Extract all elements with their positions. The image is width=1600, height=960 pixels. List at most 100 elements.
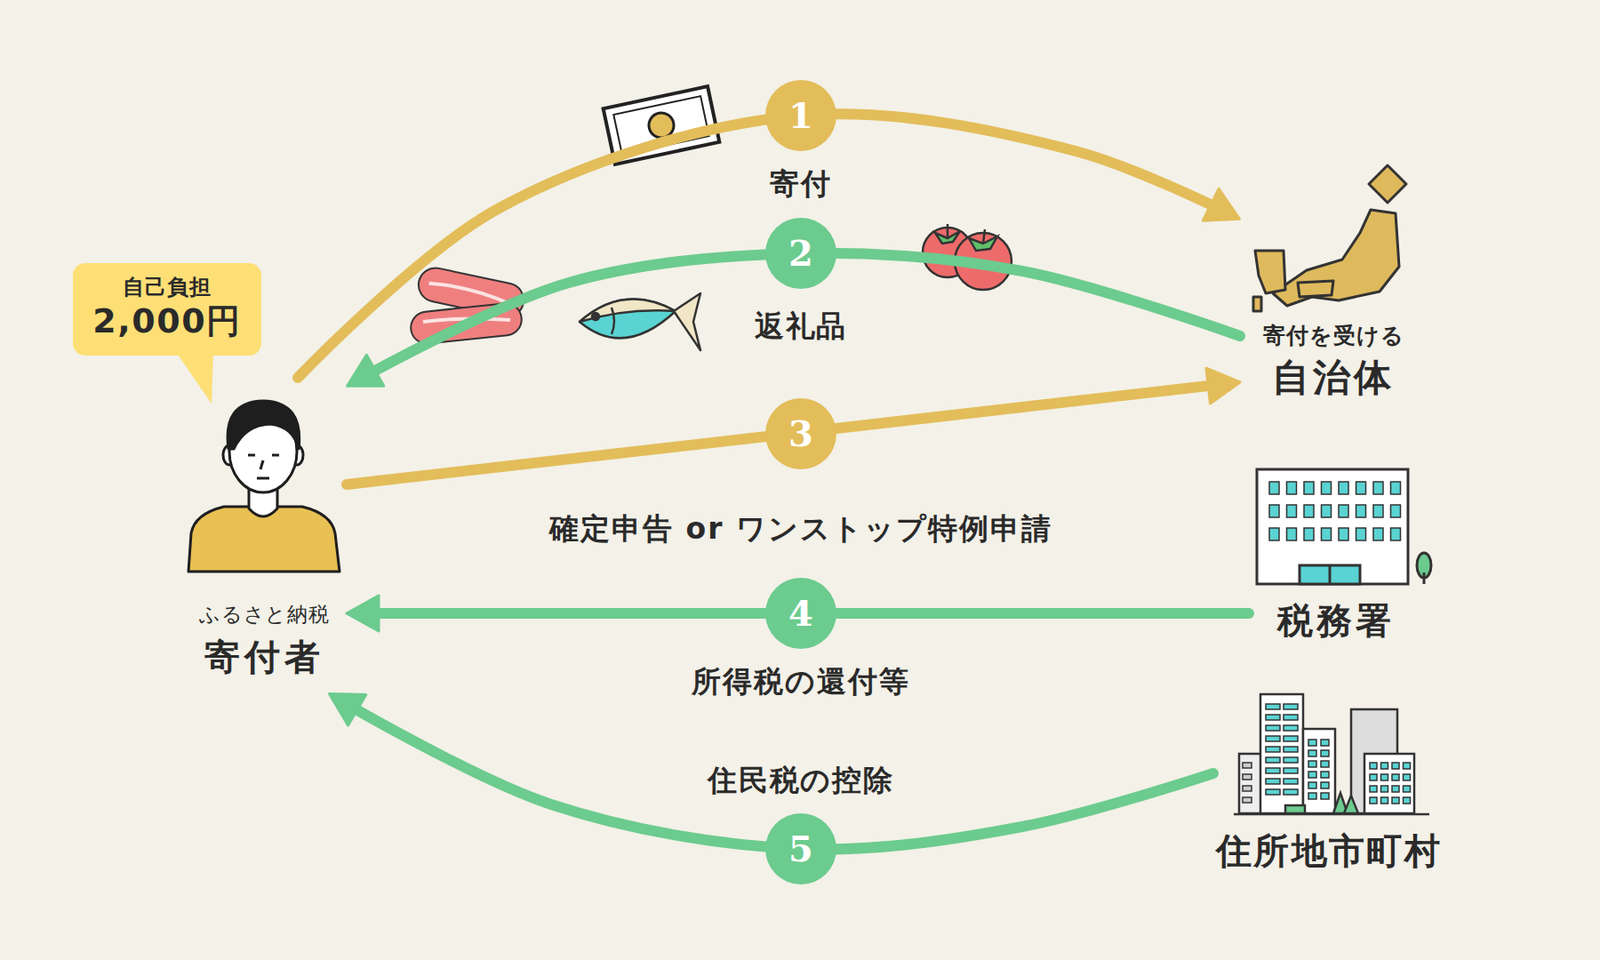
japan-map (1368, 165, 1407, 203)
city-windows (1283, 704, 1298, 710)
city-windows (1283, 746, 1298, 752)
city-windows (1308, 792, 1317, 800)
city-buildings (1239, 753, 1263, 814)
person-icon (260, 460, 264, 470)
tax-office-windows (1338, 504, 1349, 518)
city-windows (1403, 774, 1411, 781)
city-windows (1283, 757, 1298, 763)
person-icon (188, 400, 340, 572)
tax-office-windows (1391, 504, 1401, 518)
fish-icon (673, 293, 701, 351)
person-icon (227, 400, 300, 449)
city-buildings (1364, 753, 1415, 814)
city-windows (1392, 797, 1400, 804)
city-windows (1242, 797, 1252, 803)
city-windows (1320, 771, 1329, 778)
city-windows (1308, 771, 1317, 778)
tax-office-windows (1356, 528, 1367, 541)
edge-label: 寄付 (769, 164, 832, 205)
tax-office-windows (1269, 481, 1280, 495)
city-buildings (1285, 805, 1305, 814)
node-heading: 税務署 (1248, 598, 1423, 643)
fish-icon (592, 312, 600, 320)
city-buildings (1303, 728, 1336, 814)
fish-icon (579, 299, 676, 322)
tax-office-windows (1269, 481, 1401, 541)
city-windows (1242, 774, 1252, 780)
fish-icon (579, 293, 701, 351)
tax-office-building (1299, 565, 1360, 584)
municipality-node: 寄付を受ける自治体 (1240, 152, 1427, 418)
japan-map (1272, 209, 1400, 306)
city-windows (1320, 739, 1329, 746)
city-windows (1308, 760, 1317, 768)
japan-map (1255, 250, 1286, 294)
city-windows (1369, 774, 1377, 781)
node-heading: ふるさと納税 (182, 601, 347, 628)
callout-number: 3 (765, 398, 837, 470)
city-buildings (1233, 813, 1430, 816)
city-windows (1265, 778, 1280, 784)
city-windows (1283, 789, 1298, 795)
tax-office-windows (1321, 481, 1332, 495)
city-windows (1265, 768, 1280, 774)
callout-number: 4 (765, 577, 837, 649)
city-buildings (1260, 694, 1304, 814)
japan-map (1253, 296, 1262, 312)
edge-label: 住民税の控除 (707, 760, 896, 801)
bubble-tail (176, 352, 214, 404)
tax-office-windows (1373, 504, 1384, 518)
city-buildings (1233, 694, 1430, 815)
city-windows (1265, 746, 1280, 752)
city-windows (1369, 762, 1377, 769)
tax-office-windows (1356, 481, 1367, 495)
node-heading: 自己負担 (92, 273, 241, 301)
city-windows (1308, 739, 1317, 746)
city-windows (1381, 785, 1389, 792)
node-title: 寄付者 (182, 634, 347, 680)
tax-office-windows (1269, 528, 1280, 541)
city-windows (1320, 750, 1329, 757)
tax-office-building (1423, 572, 1426, 584)
city-windows (1242, 704, 1411, 804)
tax-office-windows (1321, 504, 1332, 518)
callout-number: 1 (765, 80, 837, 152)
fish-icon (611, 307, 615, 335)
tax-office-node: 税務署 (1248, 460, 1423, 659)
person-icon (272, 454, 280, 457)
city-windows (1265, 736, 1280, 742)
node-title: 自治体 (1240, 354, 1427, 402)
city-windows (1308, 750, 1317, 757)
japan-map (1253, 165, 1407, 312)
city-windows (1283, 768, 1298, 774)
connectors (297, 113, 1249, 849)
city-windows (1369, 797, 1377, 804)
meat-icon (427, 283, 514, 306)
tomato-icon (983, 229, 985, 244)
city-windows (1308, 782, 1317, 789)
city-buildings (1344, 795, 1359, 814)
tax-office-windows (1356, 504, 1367, 518)
city-windows (1265, 789, 1280, 795)
edge-label: 確定申告 or ワンストップ特例申請 (549, 509, 1053, 550)
tax-office-windows (1338, 528, 1349, 541)
tax-office-building (1256, 469, 1432, 584)
city-windows (1283, 725, 1298, 731)
city-windows (1320, 782, 1329, 789)
tax-office-windows (1304, 504, 1314, 518)
city-windows (1403, 762, 1411, 769)
city-windows (1283, 714, 1298, 720)
home-city-node: 住所地市町村 (1213, 686, 1445, 889)
city-windows (1242, 762, 1252, 768)
tax-office-windows (1287, 528, 1297, 541)
city-windows (1403, 797, 1411, 804)
city-windows (1381, 797, 1389, 804)
city-windows (1320, 792, 1329, 800)
tax-office-windows (1373, 481, 1384, 495)
city-windows (1265, 714, 1280, 720)
node-title: 2,000円 (92, 300, 241, 344)
tax-office-windows (1373, 528, 1384, 541)
tax-office-windows (1304, 528, 1314, 541)
tax-office-building (1328, 565, 1332, 584)
